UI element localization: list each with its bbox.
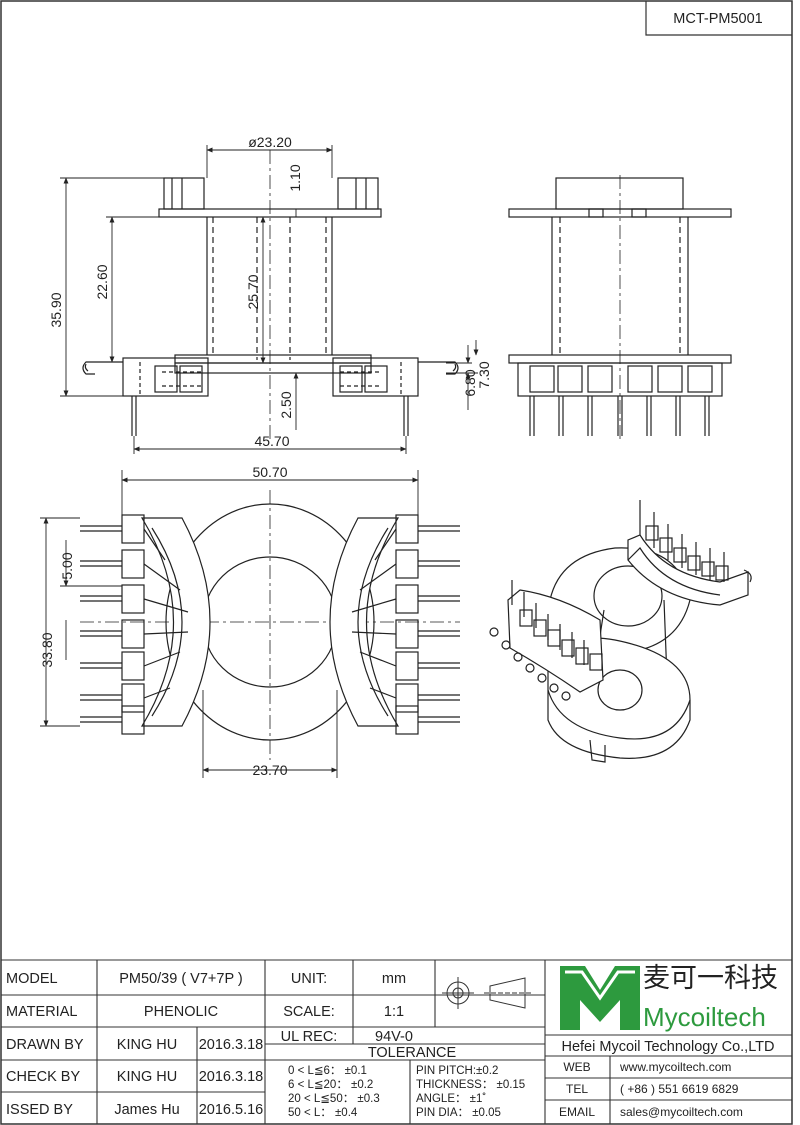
issued-label: ISSED BY xyxy=(6,1102,73,1118)
projection-symbol-icon xyxy=(442,977,532,1009)
material-label: MATERIAL xyxy=(6,1004,77,1020)
bottom-flange xyxy=(174,354,372,364)
bottom-view xyxy=(80,490,460,760)
front-view xyxy=(82,150,459,440)
unit-label: UNIT: xyxy=(291,971,327,987)
title-block xyxy=(1,959,792,1124)
issued-date: 2016.5.16 xyxy=(199,1102,264,1118)
dim-core-dia: ø23.20 xyxy=(248,134,292,150)
drawn-date: 2016.3.18 xyxy=(199,1037,264,1053)
company-name: Hefei Mycoil Technology Co.,LTD xyxy=(561,1039,774,1055)
dim-50-70: 50.70 xyxy=(252,464,287,480)
side-view xyxy=(508,175,732,440)
web-label: WEB xyxy=(563,1060,590,1074)
iso-pins-back xyxy=(639,500,752,583)
dim-2-50: 2.50 xyxy=(278,391,294,418)
tel-value: ( +86 ) 551 6619 6829 xyxy=(620,1082,739,1096)
drawn-label: DRAWN BY xyxy=(6,1037,84,1053)
ulrec-value: 94V-0 xyxy=(375,1029,413,1045)
pin-block-left xyxy=(122,357,209,397)
check-date: 2016.3.18 xyxy=(199,1069,264,1085)
check-name: KING HU xyxy=(117,1069,177,1085)
front-dimensions xyxy=(60,145,479,454)
email-label: EMAIL xyxy=(559,1105,595,1119)
bottom-dim-labels: 50.70 5.00 33.80 23.70 xyxy=(39,464,288,778)
tolerance-2: 6 < L≦20： ±0.2 xyxy=(288,1079,373,1091)
check-label: CHECK BY xyxy=(6,1069,80,1085)
isometric-view xyxy=(489,500,752,763)
unit-value: mm xyxy=(382,971,406,987)
dim-25-70: 25.70 xyxy=(245,274,261,309)
top-tab-right xyxy=(337,177,379,210)
scale-label: SCALE: xyxy=(283,1004,335,1020)
ulrec-label: UL REC: xyxy=(281,1029,338,1045)
top-tab-left xyxy=(163,177,205,210)
drawn-name: KING HU xyxy=(117,1037,177,1053)
iso-pins-front xyxy=(489,580,603,701)
pin-block-right xyxy=(332,357,419,397)
logo-chinese-text: 麦可一科技 xyxy=(643,963,778,994)
tel-label: TEL xyxy=(566,1082,588,1096)
dim-7-30: 7.30 xyxy=(476,361,492,388)
logo-english-text: Mycoiltech xyxy=(643,1002,766,1032)
email-value: sales@mycoiltech.com xyxy=(620,1105,743,1119)
dim-1-10: 1.10 xyxy=(287,164,303,191)
thickness: THICKNESS： ±0.15 xyxy=(416,1079,525,1091)
pin-pitch: PIN PITCH:±0.2 xyxy=(416,1065,498,1077)
bottom-dimensions xyxy=(40,470,419,778)
dim-35-90: 35.90 xyxy=(48,292,64,327)
right-pins xyxy=(395,514,460,735)
left-pins xyxy=(80,514,145,735)
angle: ANGLE： ±1˚ xyxy=(416,1093,486,1105)
model-value: PM50/39 ( V7+7P ) xyxy=(119,971,242,987)
scale-value: 1:1 xyxy=(384,1004,404,1020)
model-label: MODEL xyxy=(6,971,58,987)
mycoiltech-logo xyxy=(560,966,640,1030)
pin-dia: PIN DIA： ±0.05 xyxy=(416,1107,501,1119)
tolerance-label: TOLERANCE xyxy=(368,1045,457,1061)
part-number-box: MCT-PM5001 xyxy=(645,1,792,36)
tolerance-4: 50 < L： ±0.4 xyxy=(288,1107,358,1119)
dim-22-60: 22.60 xyxy=(94,264,110,299)
dim-23-70: 23.70 xyxy=(252,762,287,778)
material-value: PHENOLIC xyxy=(144,1004,218,1020)
tolerance-3: 20 < L≦50： ±0.3 xyxy=(288,1093,380,1105)
tolerance-1: 0 < L≦6： ±0.1 xyxy=(288,1065,367,1077)
dim-45-70: 45.70 xyxy=(254,433,289,449)
title-block-text: MODEL PM50/39 ( V7+7P ) MATERIAL PHENOLI… xyxy=(6,971,775,1119)
web-value: www.mycoiltech.com xyxy=(619,1060,731,1074)
part-number: MCT-PM5001 xyxy=(673,11,762,27)
dim-5-00: 5.00 xyxy=(59,552,75,579)
issued-name: James Hu xyxy=(114,1102,179,1118)
dim-33-80: 33.80 xyxy=(39,632,55,667)
dim-6-80: 6.80 xyxy=(462,369,478,396)
front-dim-labels: ø23.20 1.10 35.90 22.60 25.70 2.50 6.80 … xyxy=(48,134,492,449)
